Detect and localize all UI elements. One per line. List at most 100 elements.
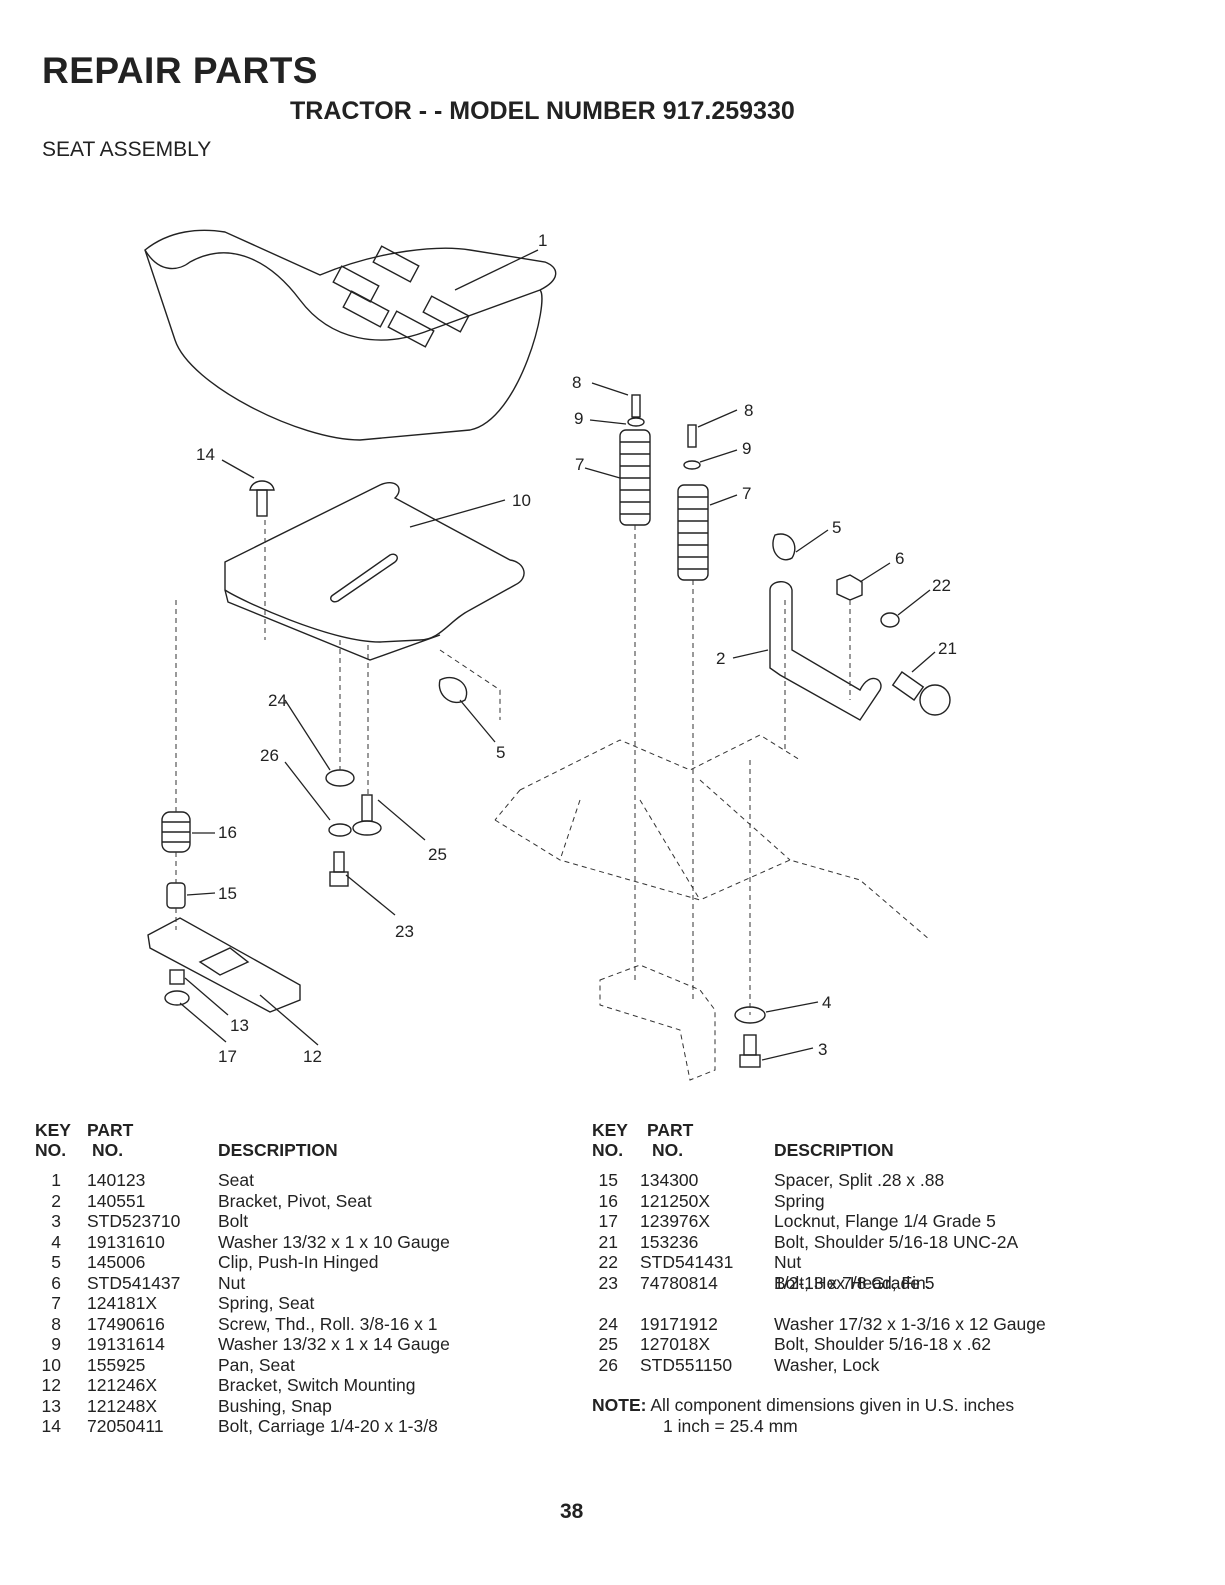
key-no: 24 (598, 1313, 618, 1334)
part-description: Bolt, Shoulder 5/16-18 x .62 (774, 1334, 991, 1354)
part-description: Spring, Seat (218, 1293, 315, 1313)
washer-24-part (325, 769, 355, 787)
callout-25: 25 (428, 845, 447, 864)
part-no: 140551 (87, 1190, 146, 1211)
callout-10: 10 (512, 491, 531, 510)
seat-spring-left (619, 429, 651, 526)
part-description: Bracket, Pivot, Seat (218, 1190, 372, 1211)
part-description: Washer 13/32 x 1 x 14 Gauge (218, 1334, 450, 1354)
key-no: 13 (41, 1395, 61, 1416)
part-description-line2: 1/2-13 x 7/8 Grade 5 (774, 1272, 935, 1293)
carriage-bolt-part (249, 480, 275, 517)
part-no: 121248X (87, 1395, 158, 1416)
callout-7-right: 7 (742, 484, 751, 503)
callout-15: 15 (218, 884, 237, 903)
callout-14: 14 (196, 445, 215, 464)
part-no: 19171912 (640, 1313, 718, 1334)
part-description: Washer 17/32 x 1-3/16 x 12 Gauge (774, 1313, 1046, 1334)
part-no: 145006 (87, 1252, 146, 1272)
part-description: Clip, Push-In Hinged (218, 1252, 379, 1272)
callout-9-left: 9 (574, 409, 583, 428)
callout-26: 26 (260, 746, 279, 765)
note-line1: All component dimensions given in U.S. i… (650, 1395, 1015, 1415)
callout-12: 12 (303, 1047, 322, 1066)
part-description: Washer, Lock (774, 1354, 880, 1375)
bolt-3-part (739, 1034, 761, 1068)
key-no: 21 (598, 1231, 618, 1252)
part-no: STD541437 (87, 1272, 181, 1293)
part-no: 153236 (640, 1231, 699, 1252)
washer-left (627, 417, 645, 427)
callout-9-right: 9 (742, 439, 751, 458)
callout-7-left: 7 (575, 455, 584, 474)
note-label: NOTE: (592, 1395, 647, 1415)
part-no: 17490616 (87, 1313, 165, 1334)
part-header-line1: PART (87, 1120, 134, 1140)
callout-2: 2 (716, 649, 725, 668)
key-no: 14 (41, 1416, 61, 1436)
description-header: DESCRIPTION (218, 1140, 338, 1160)
callout-1: 1 (538, 231, 547, 250)
part-description: Locknut, Flange 1/4 Grade 5 (774, 1211, 996, 1231)
key-no: 15 (598, 1170, 618, 1190)
key-no: 8 (51, 1313, 61, 1334)
shoulder-bolt-25-part (352, 794, 382, 836)
part-no: 19131614 (87, 1334, 165, 1354)
part-no: 72050411 (87, 1416, 164, 1436)
part-description: Pan, Seat (218, 1354, 295, 1375)
part-description: Seat (218, 1170, 254, 1190)
callout-5-lower: 5 (496, 743, 505, 762)
key-no: 25 (598, 1334, 618, 1354)
part-no: STD523710 (87, 1211, 181, 1231)
callout-16: 16 (218, 823, 237, 842)
callout-13: 13 (230, 1016, 249, 1035)
callout-6: 6 (895, 549, 904, 568)
nut-small-part (880, 612, 900, 628)
part-no: 121250X (640, 1190, 711, 1211)
key-header-line2: NO. (35, 1140, 67, 1160)
pivot-bracket-part (769, 581, 882, 721)
callout-17: 17 (218, 1047, 237, 1066)
roll-screw-right (687, 424, 697, 448)
callout-8-right: 8 (744, 401, 753, 420)
push-in-clip-lower (438, 676, 468, 704)
key-no: 23 (598, 1272, 618, 1293)
push-in-clip-upper (772, 533, 796, 561)
exploded-parts-diagram: 1 8 9 7 8 9 7 14 10 5 6 22 21 2 24 5 26 … (144, 229, 957, 1081)
description-header: DESCRIPTION (774, 1140, 894, 1160)
part-description: Bracket, Switch Mounting (218, 1375, 416, 1395)
callout-21: 21 (938, 639, 957, 658)
parts-row: 1 140123 Seat (35, 1170, 555, 1191)
callout-8-left: 8 (572, 373, 581, 392)
callout-5-upper: 5 (832, 518, 841, 537)
part-description: Bolt (218, 1211, 249, 1231)
part-no: 140123 (87, 1170, 146, 1190)
callout-23: 23 (395, 922, 414, 941)
section-title: SEAT ASSEMBLY (42, 138, 212, 161)
key-no: 1 (51, 1170, 61, 1190)
part-description-line1: Bolt, Hex Head, Fin. (774, 1272, 931, 1293)
parts-list-right-header: KEY NO. PART NO. DESCRIPTION (592, 1120, 1192, 1170)
part-description: Nut (774, 1252, 802, 1272)
part-no: 155925 (87, 1354, 146, 1375)
key-no: 22 (598, 1252, 618, 1272)
page-number: 38 (560, 1500, 584, 1523)
part-no: 121246X (87, 1375, 158, 1395)
part-description: Nut (218, 1272, 246, 1293)
